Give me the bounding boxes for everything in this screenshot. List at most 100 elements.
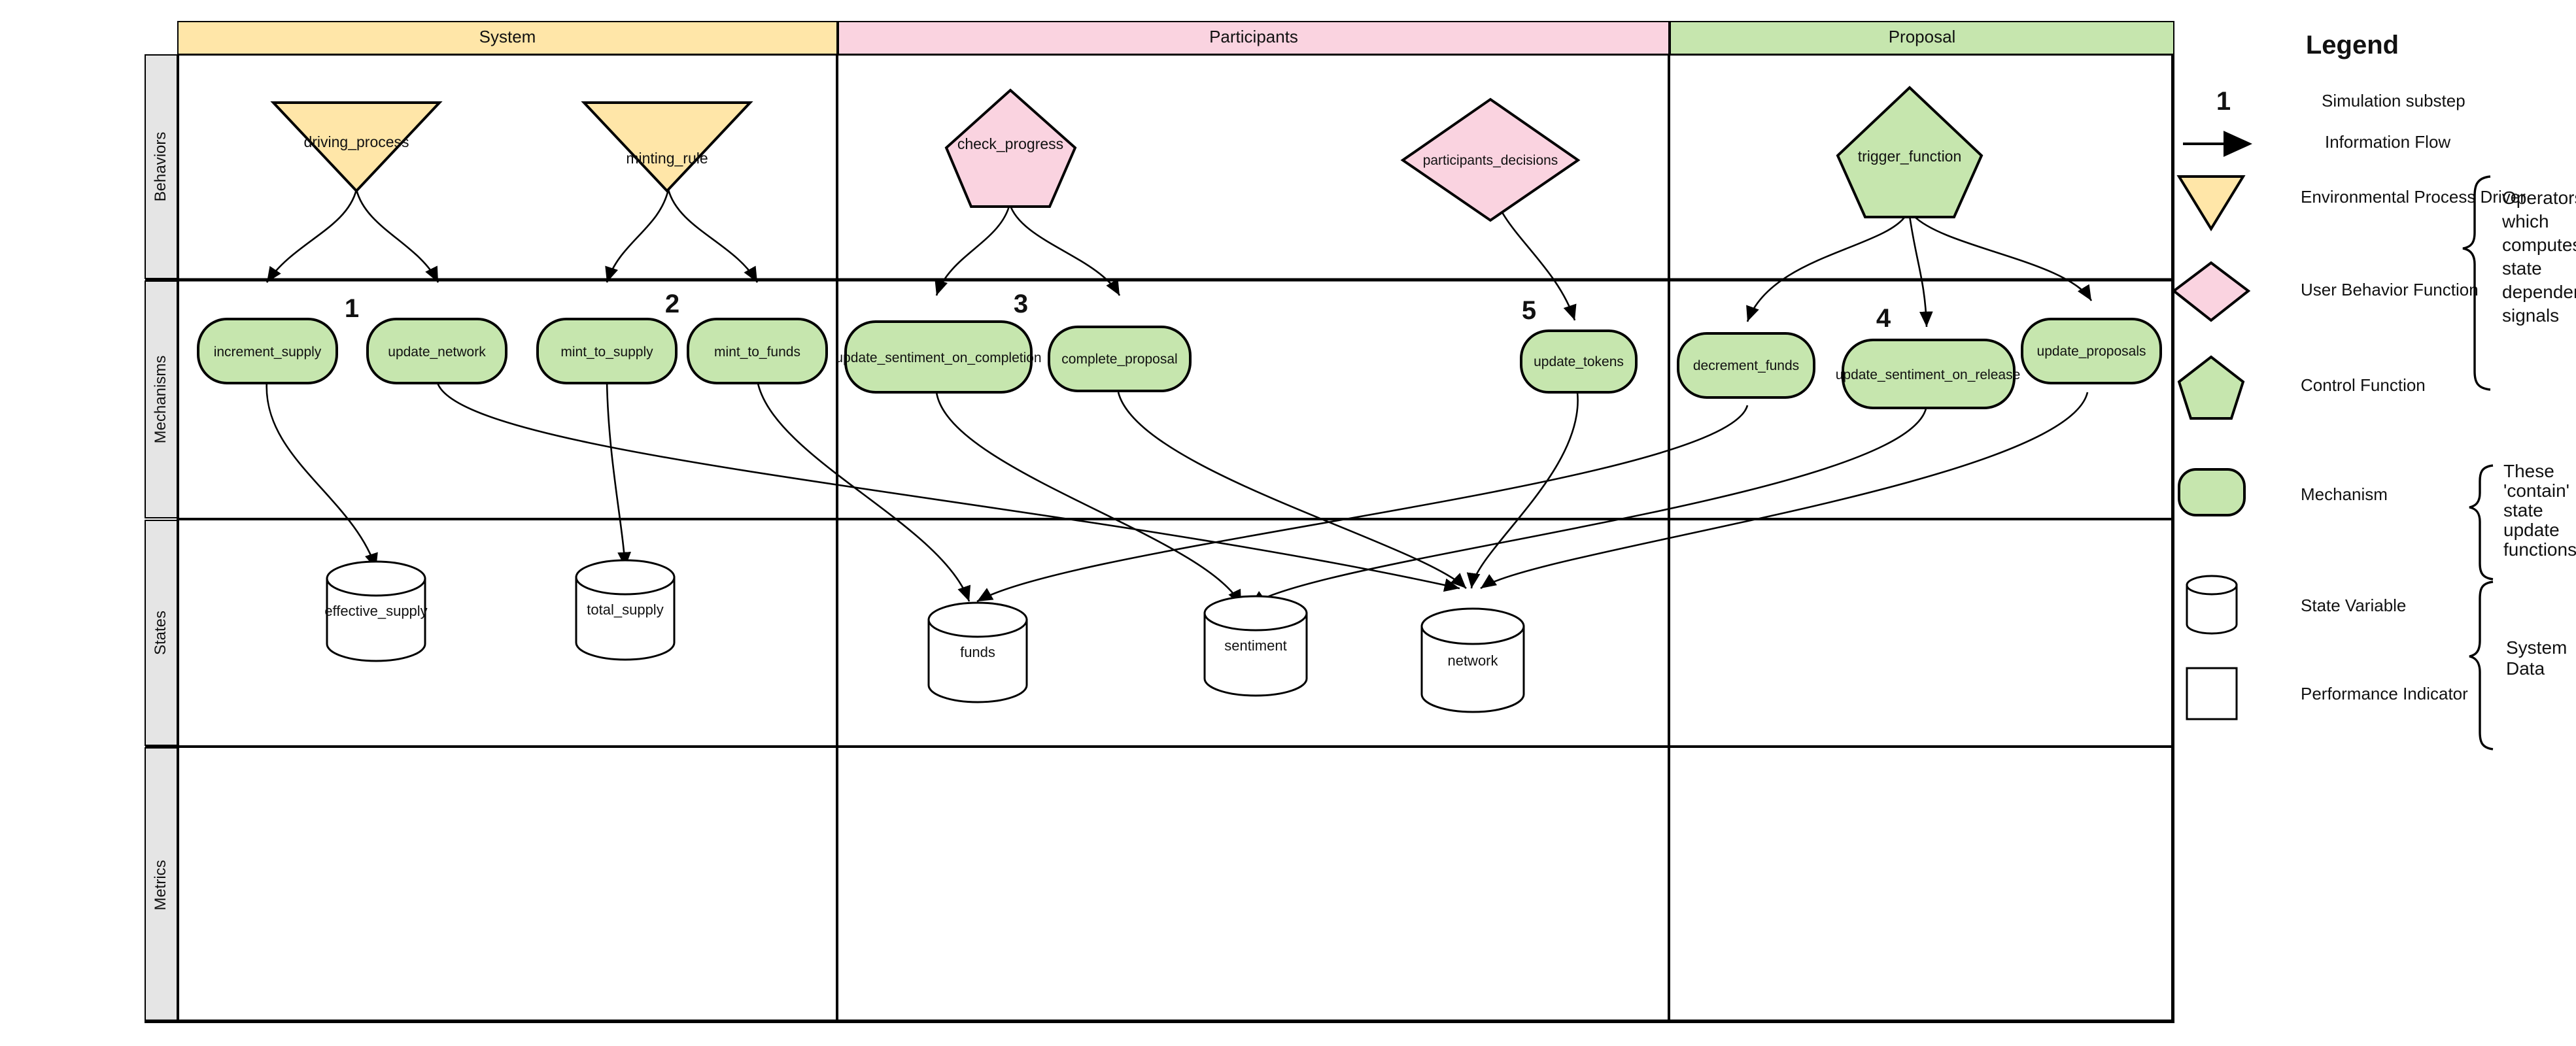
substep-number-4: 4 (1876, 304, 1891, 333)
legend-brace-system-data-line-0: System (2506, 637, 2567, 658)
cylinder-top-icon (2186, 575, 2238, 596)
rounded-rect-icon (1520, 329, 1638, 394)
substep-number-3: 3 (1014, 290, 1028, 318)
legend-brace-operators-line-3: state (2502, 258, 2542, 278)
mechanism-node-mint-to-funds[interactable]: mint_to_funds (687, 318, 828, 384)
mechanism-label-complete-proposal: complete_proposal (1061, 352, 1177, 367)
legend-brace-operators-line-4: dependent (2502, 282, 2576, 302)
pentagon-icon (944, 88, 1077, 208)
mechanism-node-update-sentiment-on-completion[interactable]: update_sentiment_on_completion (835, 320, 1042, 394)
substep-number-1: 1 (345, 294, 359, 323)
legend-item-control-function: Control Function (2177, 355, 2426, 420)
behavior-node-trigger-function[interactable]: trigger_function (1836, 86, 1984, 218)
legend-label-mechanism: Mechanism (2301, 484, 2388, 504)
substep-numbers: 1 2 3 5 4 (345, 290, 1891, 333)
legend-brace-mechanisms-line-4: functions (2503, 539, 2576, 560)
mechanism-node-update-network[interactable]: update_network (366, 318, 507, 384)
behavior-label-participants-decisions: participants_decisions (1423, 153, 1558, 168)
diamond-icon (1400, 97, 1581, 222)
legend-substep-number-glyph: 1 (2216, 87, 2231, 116)
column-header-proposal (1670, 21, 2174, 55)
state-node-sentiment[interactable]: sentiment (1203, 595, 1308, 697)
mechanism-node-mint-to-supply[interactable]: mint_to_supply (536, 318, 678, 384)
row-label-metrics: Metrics (152, 860, 169, 910)
state-node-effective-supply[interactable]: effective_supply (324, 560, 428, 662)
legend-brace-operators-line-2: computes (2502, 235, 2576, 255)
mechanism-node-decrement-funds[interactable]: decrement_funds (1677, 332, 1815, 399)
mechanism-label-update-sentiment-on-completion: update_sentiment_on_completion (835, 350, 1041, 365)
behaviors-row: driving_process minting_rule check_progr… (270, 86, 1984, 222)
rounded-rect-icon (844, 320, 1033, 394)
pentagon-icon (1836, 86, 1984, 218)
behavior-label-minting-rule: minting_rule (626, 150, 708, 167)
diamond-icon (2171, 261, 2251, 322)
mechanism-label-update-proposals: update_proposals (2037, 344, 2146, 359)
row-label-behaviors: Behaviors (152, 132, 169, 202)
rounded-rect-icon (366, 318, 507, 384)
legend-brace-mechanisms: These 'contain' state update functions (2469, 461, 2576, 581)
rounded-rect-icon (2021, 318, 2162, 384)
behavior-label-driving-process: driving_process (303, 133, 409, 150)
rect-icon (2186, 667, 2238, 720)
curly-brace-icon (2469, 464, 2494, 581)
edge-update-proposals-network (1480, 392, 2089, 590)
curly-brace-icon (2462, 175, 2491, 391)
cylinder-icon (927, 618, 1028, 703)
edge-mint-to-funds-funds (756, 380, 971, 602)
legend-brace-operators-line-5: signals (2502, 305, 2559, 326)
triangle-down-icon (270, 101, 443, 193)
pentagon-icon (2177, 355, 2245, 420)
edge-update-tokens-network (1466, 392, 1579, 589)
cylinder-icon (2186, 584, 2238, 635)
legend-brace-system-data: System Data (2469, 581, 2567, 751)
mechanism-node-update-tokens[interactable]: update_tokens (1520, 329, 1638, 394)
mechanisms-row: increment_supply update_network mint_to_… (197, 318, 2162, 409)
rounded-rect-icon (1048, 326, 1192, 392)
state-node-funds[interactable]: funds (927, 601, 1028, 703)
state-label-funds: funds (960, 644, 995, 660)
edge-increment-supply-effective-supply (266, 380, 378, 569)
edge-update-sentiment-on-completion-sentiment (935, 392, 1243, 606)
mechanism-label-mint-to-supply: mint_to_supply (560, 345, 653, 360)
column-header-participants-label: Participants (1209, 27, 1298, 46)
triangle-down-icon (2176, 175, 2246, 231)
legend-label-control-function: Control Function (2301, 375, 2426, 395)
state-label-network: network (1447, 652, 1498, 669)
edge-complete-proposal-network (1117, 392, 1467, 589)
mechanism-node-update-sentiment-on-release[interactable]: update_sentiment_on_release (1836, 339, 2021, 409)
triangle-down-icon (581, 101, 753, 193)
mechanism-label-update-tokens: update_tokens (1534, 354, 1624, 369)
rounded-rect-icon (2178, 468, 2246, 516)
behavior-label-trigger-function: trigger_function (1858, 148, 1962, 165)
row-label-states: States (152, 611, 169, 655)
legend-label-state-variable: State Variable (2301, 596, 2406, 615)
mechanism-node-update-proposals[interactable]: update_proposals (2021, 318, 2162, 384)
legend-title: Legend (2306, 31, 2399, 59)
edge-update-sentiment-on-release-sentiment (1250, 405, 1928, 607)
behavior-node-participants-decisions[interactable]: participants_decisions (1400, 97, 1581, 222)
state-node-total-supply[interactable]: total_supply (575, 559, 676, 661)
behavior-node-minting-rule[interactable]: minting_rule (581, 101, 753, 193)
grid-lines (145, 54, 2174, 1023)
mechanism-node-complete-proposal[interactable]: complete_proposal (1048, 326, 1192, 392)
behavior-node-check-progress[interactable]: check_progress (944, 88, 1077, 208)
behavior-node-driving-process[interactable]: driving_process (270, 101, 443, 193)
states-row: effective_supply total_supply funds sent… (324, 559, 1525, 713)
row-label-states-bg (145, 520, 179, 746)
mechanism-node-increment-supply[interactable]: increment_supply (197, 318, 338, 384)
edge-trigger-function-update-proposals (1913, 215, 2093, 301)
legend-brace-operators-line-0: Operators (2502, 188, 2576, 208)
mechanism-label-increment-supply: increment_supply (214, 345, 322, 360)
legend-item-information-flow: Information Flow (2183, 131, 2450, 157)
legend-label-user-behavior-function: User Behavior Function (2301, 280, 2479, 299)
mechanism-label-update-sentiment-on-release: update_sentiment_on_release (1836, 367, 2021, 382)
row-label-mechanisms: Mechanisms (152, 356, 169, 444)
information-flow-edges (266, 184, 2093, 607)
edge-minting-rule-mint-to-supply (605, 189, 670, 283)
state-node-network[interactable]: network (1420, 607, 1525, 713)
column-header-participants (838, 21, 1670, 55)
column-header-system-label: System (479, 27, 536, 46)
legend-label-environmental-process-driver: Environmental Process Driver (2301, 187, 2526, 207)
legend-brace-mechanisms-line-3: update (2503, 520, 2560, 540)
